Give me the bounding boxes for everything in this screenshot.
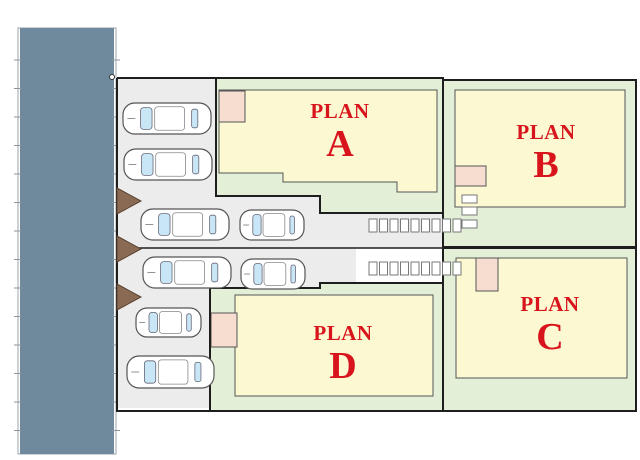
driveway-entry-arrow-icon [116, 235, 143, 263]
parked-cars [122, 102, 306, 389]
utility-box [400, 261, 409, 276]
car-icon [135, 307, 202, 338]
utility-box [368, 261, 378, 276]
utility-box [461, 206, 478, 216]
driveway-entry-arrow-icon [116, 187, 143, 215]
utility-box [421, 261, 430, 276]
plan-d-label: PLAN D [299, 321, 387, 387]
lot-a-house [218, 89, 438, 193]
car-icon [122, 102, 212, 135]
boundary-marker [109, 74, 115, 80]
plan-b-word: PLAN [516, 120, 576, 144]
plan-a-label: PLAN A [296, 99, 384, 165]
utility-box [452, 261, 462, 276]
road [14, 27, 120, 455]
utility-box [431, 261, 441, 276]
plan-c-label: PLAN C [506, 292, 594, 358]
utility-box [410, 261, 420, 276]
plan-b-label: PLAN B [502, 120, 590, 186]
lot-b-entrance [454, 165, 487, 187]
plan-a-letter: A [326, 123, 354, 165]
car-icon [123, 148, 213, 181]
lot-d [209, 282, 444, 412]
lot-b-house [454, 89, 626, 208]
utility-box [389, 218, 399, 233]
utility-boxes [368, 194, 478, 276]
lot-c [442, 247, 637, 412]
plan-c-word: PLAN [520, 292, 580, 316]
utility-box [442, 261, 451, 276]
utility-box [452, 218, 462, 233]
lot-a [215, 77, 444, 214]
lot-a-entrance [218, 90, 246, 123]
car-icon [142, 256, 232, 289]
utility-box [389, 261, 399, 276]
entry-arrows [116, 187, 143, 311]
utility-box [461, 194, 478, 204]
utility-box [410, 218, 420, 233]
plan-d-letter: D [329, 345, 357, 387]
utility-box [379, 218, 388, 233]
plan-a-word: PLAN [310, 99, 370, 123]
lot-d-entrance [210, 312, 238, 348]
car-icon [140, 208, 230, 241]
utility-box [421, 218, 430, 233]
utility-box [379, 261, 388, 276]
utility-box [368, 218, 378, 233]
car-icon [126, 355, 215, 389]
plan-b-letter: B [533, 144, 559, 186]
lot-c-entrance [475, 257, 499, 292]
road-surface [20, 28, 114, 454]
plan-c-letter: C [536, 316, 564, 358]
car-icon [239, 209, 305, 241]
plan-d-word: PLAN [313, 321, 373, 345]
car-icon [240, 258, 306, 290]
utility-box [461, 219, 478, 229]
utility-box [431, 218, 441, 233]
lot-b [442, 79, 637, 248]
utility-box [442, 218, 451, 233]
driveway-entry-arrow-icon [116, 283, 143, 311]
utility-box [400, 218, 409, 233]
site-boundary [116, 77, 443, 412]
